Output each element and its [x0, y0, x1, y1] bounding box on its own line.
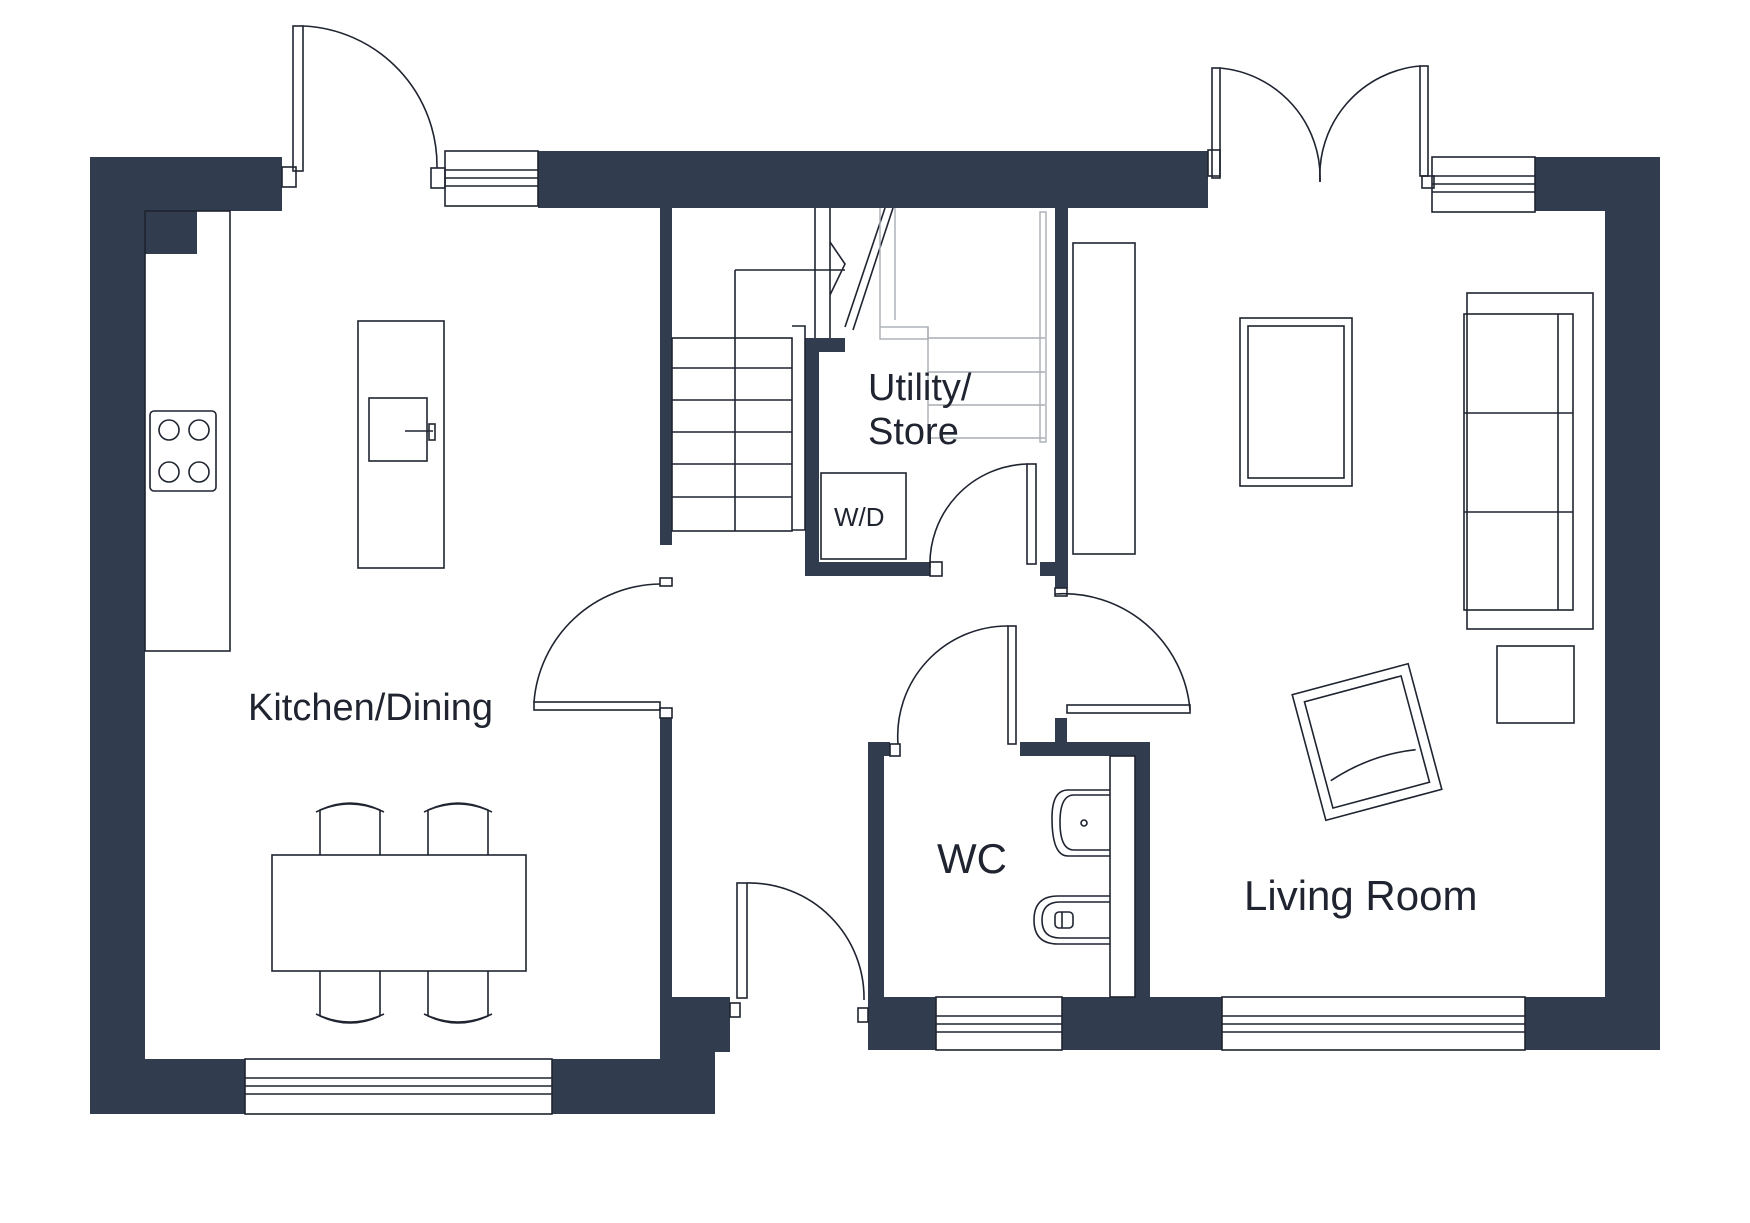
- staircase: [671, 207, 1047, 532]
- kitchen-outer-wall: [90, 157, 282, 1114]
- window-living-top: [1431, 156, 1536, 213]
- kitchen-fittings: [144, 210, 527, 1024]
- door-utility: [929, 463, 1037, 577]
- utility-right-wall: [1055, 208, 1068, 588]
- door-front: [729, 882, 869, 1023]
- utility-label-line2: Store: [868, 411, 959, 453]
- stair-arrow-icon: [829, 241, 846, 296]
- sink-icon: [368, 397, 436, 462]
- toilet-icon: [1033, 895, 1110, 945]
- washer-dryer: [820, 472, 907, 560]
- wc-wall-right: [1020, 742, 1150, 997]
- top-wall-middle: [538, 151, 1208, 208]
- front-wall-wc-right: [1062, 997, 1222, 1050]
- wc-jamb: [1055, 718, 1067, 744]
- window-living-front: [1221, 996, 1526, 1051]
- window-wc-front: [935, 996, 1063, 1051]
- utility-fittings: [820, 242, 1136, 560]
- utility-door-jamb: [1040, 562, 1055, 576]
- dining-table: [271, 854, 527, 972]
- kitchen-worktop: [144, 210, 231, 652]
- living-furniture: [1239, 292, 1594, 822]
- door-living-french: [1207, 65, 1435, 189]
- kitchen-corner-nib: [145, 211, 197, 254]
- living-label: Living Room: [1244, 872, 1477, 919]
- armchair: [1291, 662, 1443, 822]
- coffee-table: [1239, 317, 1353, 487]
- hall-wall-lower-left: [660, 718, 672, 1000]
- door-wc: [889, 625, 1017, 757]
- upper-stair-flight: [879, 208, 1047, 443]
- utility-wall: [805, 338, 930, 576]
- front-wall-wc-left: [868, 997, 936, 1050]
- side-table: [1496, 645, 1575, 724]
- window-kitchen-top: [444, 150, 539, 207]
- washer-dryer-label: W/D: [834, 502, 885, 532]
- utility-label-line1: Utility/: [868, 367, 972, 409]
- wc-boxing: [1109, 755, 1136, 998]
- door-living: [1054, 587, 1191, 714]
- wc-label: WC: [937, 835, 1007, 882]
- hob-icon: [149, 410, 217, 492]
- door-kitchen-back: [281, 25, 446, 189]
- door-kitchen-hall: [533, 577, 673, 719]
- dining-chairs: [315, 802, 493, 1024]
- kitchen-label: Kitchen/Dining: [248, 687, 493, 729]
- walls: [90, 151, 1660, 1114]
- doors: [281, 25, 1435, 1023]
- room-labels: Kitchen/Dining Utility/ Store W/D WC Liv…: [248, 367, 1477, 919]
- sofa: [1463, 292, 1594, 630]
- wc-fittings: [1033, 755, 1136, 998]
- basin-icon: [1051, 789, 1110, 857]
- window-kitchen-front: [244, 1058, 553, 1115]
- wc-wall: [868, 742, 890, 997]
- living-outer-wall: [1525, 157, 1660, 1050]
- stair-wall-left: [660, 208, 672, 545]
- kitchen-island: [357, 320, 445, 569]
- windows: [244, 150, 1536, 1115]
- hall-front-pier: [660, 997, 730, 1114]
- utility-cupboard: [1072, 242, 1136, 555]
